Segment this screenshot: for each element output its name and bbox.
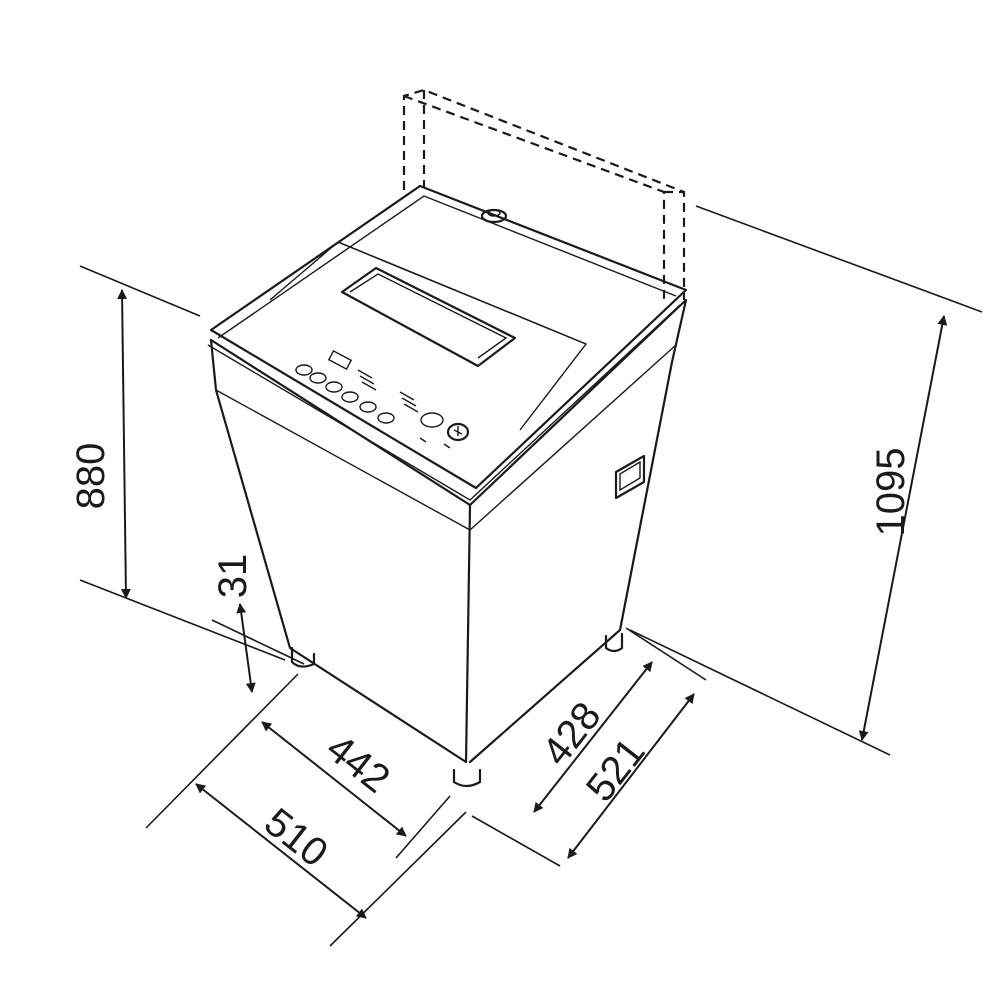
control-panel	[295, 349, 470, 449]
dim-880-line	[117, 289, 131, 599]
open-lid-outline	[402, 88, 686, 300]
dim-510-label: 510	[256, 800, 336, 876]
washing-machine	[207, 184, 688, 788]
dim-1095-label: 1095	[869, 448, 913, 537]
dimension-labels: 880 1095 31 442 510 428 521	[69, 443, 913, 876]
hinge-knob	[480, 208, 508, 224]
dim-510-line	[195, 783, 367, 919]
dim-31-label: 31	[211, 554, 255, 599]
dim-31-line	[236, 603, 256, 693]
dim-880-label: 880	[69, 443, 113, 510]
top-surface	[209, 184, 688, 490]
dim-442-line	[261, 721, 407, 837]
dimension-lines	[117, 289, 948, 919]
lid-window	[340, 266, 517, 368]
side-face	[468, 298, 688, 764]
dim-442-label: 442	[318, 726, 398, 802]
dim-521-line	[567, 693, 695, 859]
front-face	[209, 338, 472, 764]
feet	[290, 632, 624, 788]
dim-1095-line	[858, 315, 948, 741]
side-handle	[614, 454, 646, 500]
